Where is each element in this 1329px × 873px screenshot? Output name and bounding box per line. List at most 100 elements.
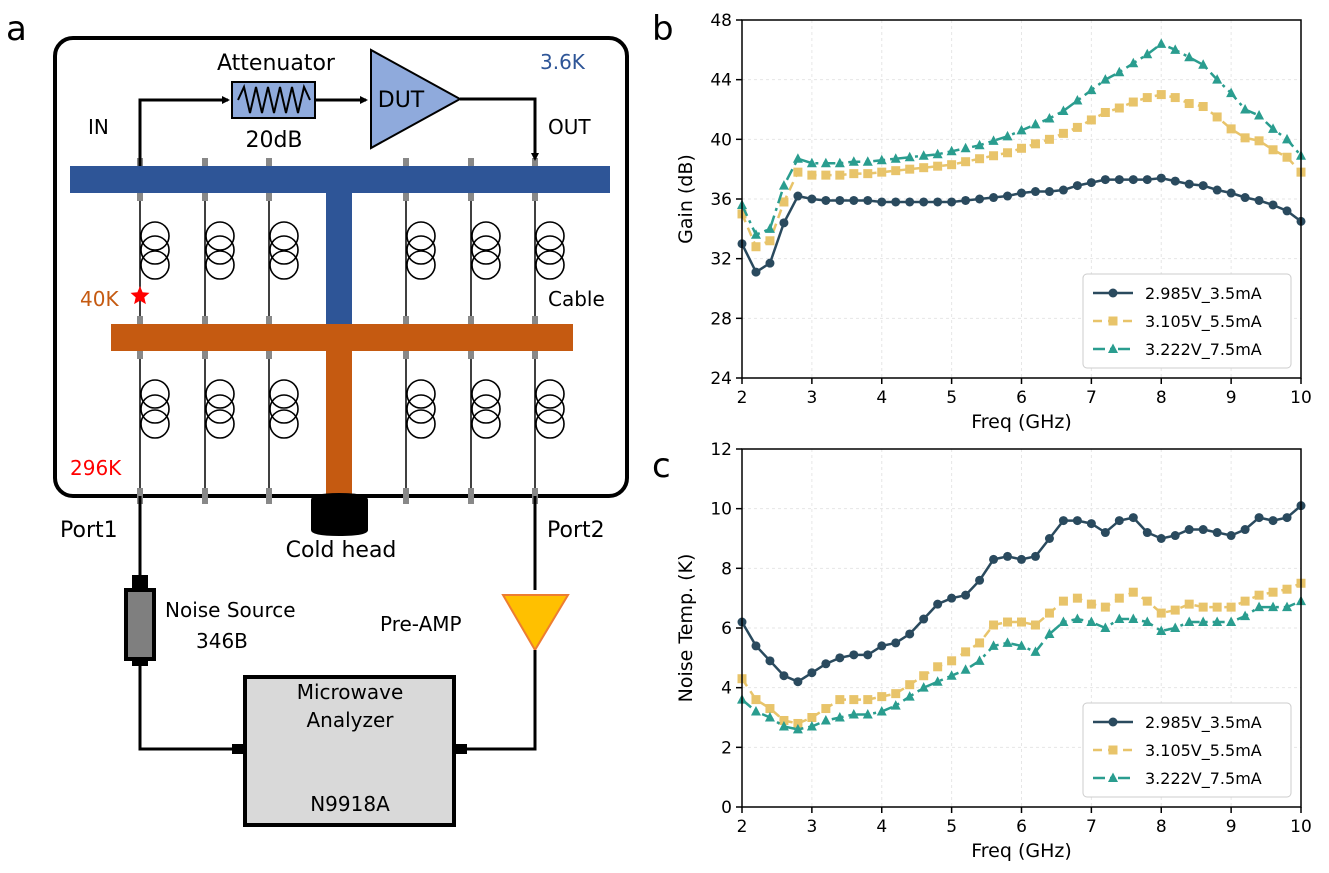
cable-coil (140, 409, 170, 439)
x-tick-label: 7 (1086, 817, 1097, 837)
stage-3k6-stem (326, 188, 352, 328)
data-point (919, 197, 929, 207)
x-tick-label: 3 (806, 817, 817, 837)
data-point (932, 676, 943, 686)
data-point (765, 704, 775, 714)
data-point (1003, 191, 1013, 201)
legend-marker (1108, 288, 1118, 298)
data-point (1226, 602, 1236, 612)
data-point (1072, 516, 1082, 526)
connector-stub (137, 488, 143, 496)
data-point (960, 142, 971, 153)
data-point (919, 163, 929, 173)
data-point (1002, 637, 1013, 647)
data-point (905, 164, 915, 174)
data-point (764, 223, 775, 233)
noise-source-connector-top (132, 575, 148, 591)
data-point (778, 720, 789, 731)
data-point (1198, 525, 1208, 535)
data-point (849, 695, 859, 705)
legend-entry: 3.105V_5.5mA (1145, 741, 1262, 761)
data-point (820, 714, 831, 725)
data-point (1268, 123, 1279, 133)
data-point (933, 197, 943, 207)
data-point (1282, 133, 1293, 144)
cable-coil (406, 221, 436, 251)
data-point (1086, 84, 1097, 95)
data-point (806, 720, 817, 731)
stage-40k-stem (326, 350, 352, 496)
data-point (877, 167, 887, 177)
connector-stub (266, 488, 272, 496)
data-point (1254, 195, 1264, 205)
data-point (989, 554, 999, 564)
x-tick-label: 2 (737, 817, 748, 837)
data-point (779, 671, 789, 681)
data-point (1212, 74, 1223, 84)
data-point (877, 197, 887, 207)
data-point (1003, 551, 1013, 561)
y-tick-label: 4 (721, 679, 732, 699)
cable-coil (205, 379, 235, 409)
data-point (988, 135, 999, 145)
data-point (1240, 193, 1250, 203)
cable-coil (205, 394, 235, 424)
y-tick-label: 0 (721, 798, 732, 818)
data-point (877, 692, 887, 702)
analyzer-port-right (455, 744, 467, 754)
x-tick-label: 3 (806, 388, 817, 408)
data-point (834, 712, 845, 722)
data-point (1268, 200, 1278, 210)
data-point (849, 169, 859, 179)
data-point (1017, 188, 1026, 198)
analyzer-model: N9918A (310, 792, 390, 816)
data-point (1086, 599, 1096, 609)
data-point (779, 197, 789, 207)
attenuator-label: Attenuator (217, 51, 336, 76)
x-tick-label: 7 (1086, 388, 1097, 408)
y-tick-label: 2 (721, 738, 732, 758)
noise-source-connector-bottom (132, 658, 148, 666)
connector-stub (202, 488, 208, 496)
connector-stubs (137, 158, 538, 504)
data-point (1044, 187, 1054, 197)
data-point (1030, 187, 1040, 197)
data-point (1282, 601, 1293, 612)
cable-coil (471, 379, 501, 409)
cable-coil (205, 235, 235, 265)
cable-coil (269, 235, 299, 265)
connector-stub (403, 158, 409, 166)
connector-stub (468, 488, 474, 496)
port1-label: Port1 (60, 518, 118, 543)
data-point (1072, 181, 1082, 191)
data-point (974, 139, 985, 150)
data-point (1240, 610, 1251, 621)
data-point (1184, 179, 1194, 189)
panel-label-b: b (652, 9, 674, 49)
data-point (1156, 608, 1166, 618)
data-point (1226, 616, 1237, 627)
cable-coil (535, 221, 565, 251)
connector-stub (532, 316, 538, 324)
out-label: OUT (548, 115, 591, 139)
connector-stub (266, 496, 272, 504)
cable-coil (535, 379, 565, 409)
connector-stub (403, 488, 409, 496)
cable-coil (269, 221, 299, 251)
data-point (1254, 513, 1264, 523)
data-point (1114, 613, 1125, 624)
data-point (863, 195, 873, 205)
in-label: IN (88, 115, 109, 139)
x-tick-label: 8 (1156, 817, 1167, 837)
connector-stub (137, 351, 143, 359)
microwave-analyzer-box (243, 675, 456, 827)
data-point (764, 712, 775, 722)
data-point (862, 156, 873, 166)
data-point (1212, 602, 1222, 612)
noise-source-body (124, 588, 156, 661)
data-point (1254, 601, 1265, 612)
y-tick-label: 12 (710, 440, 732, 460)
